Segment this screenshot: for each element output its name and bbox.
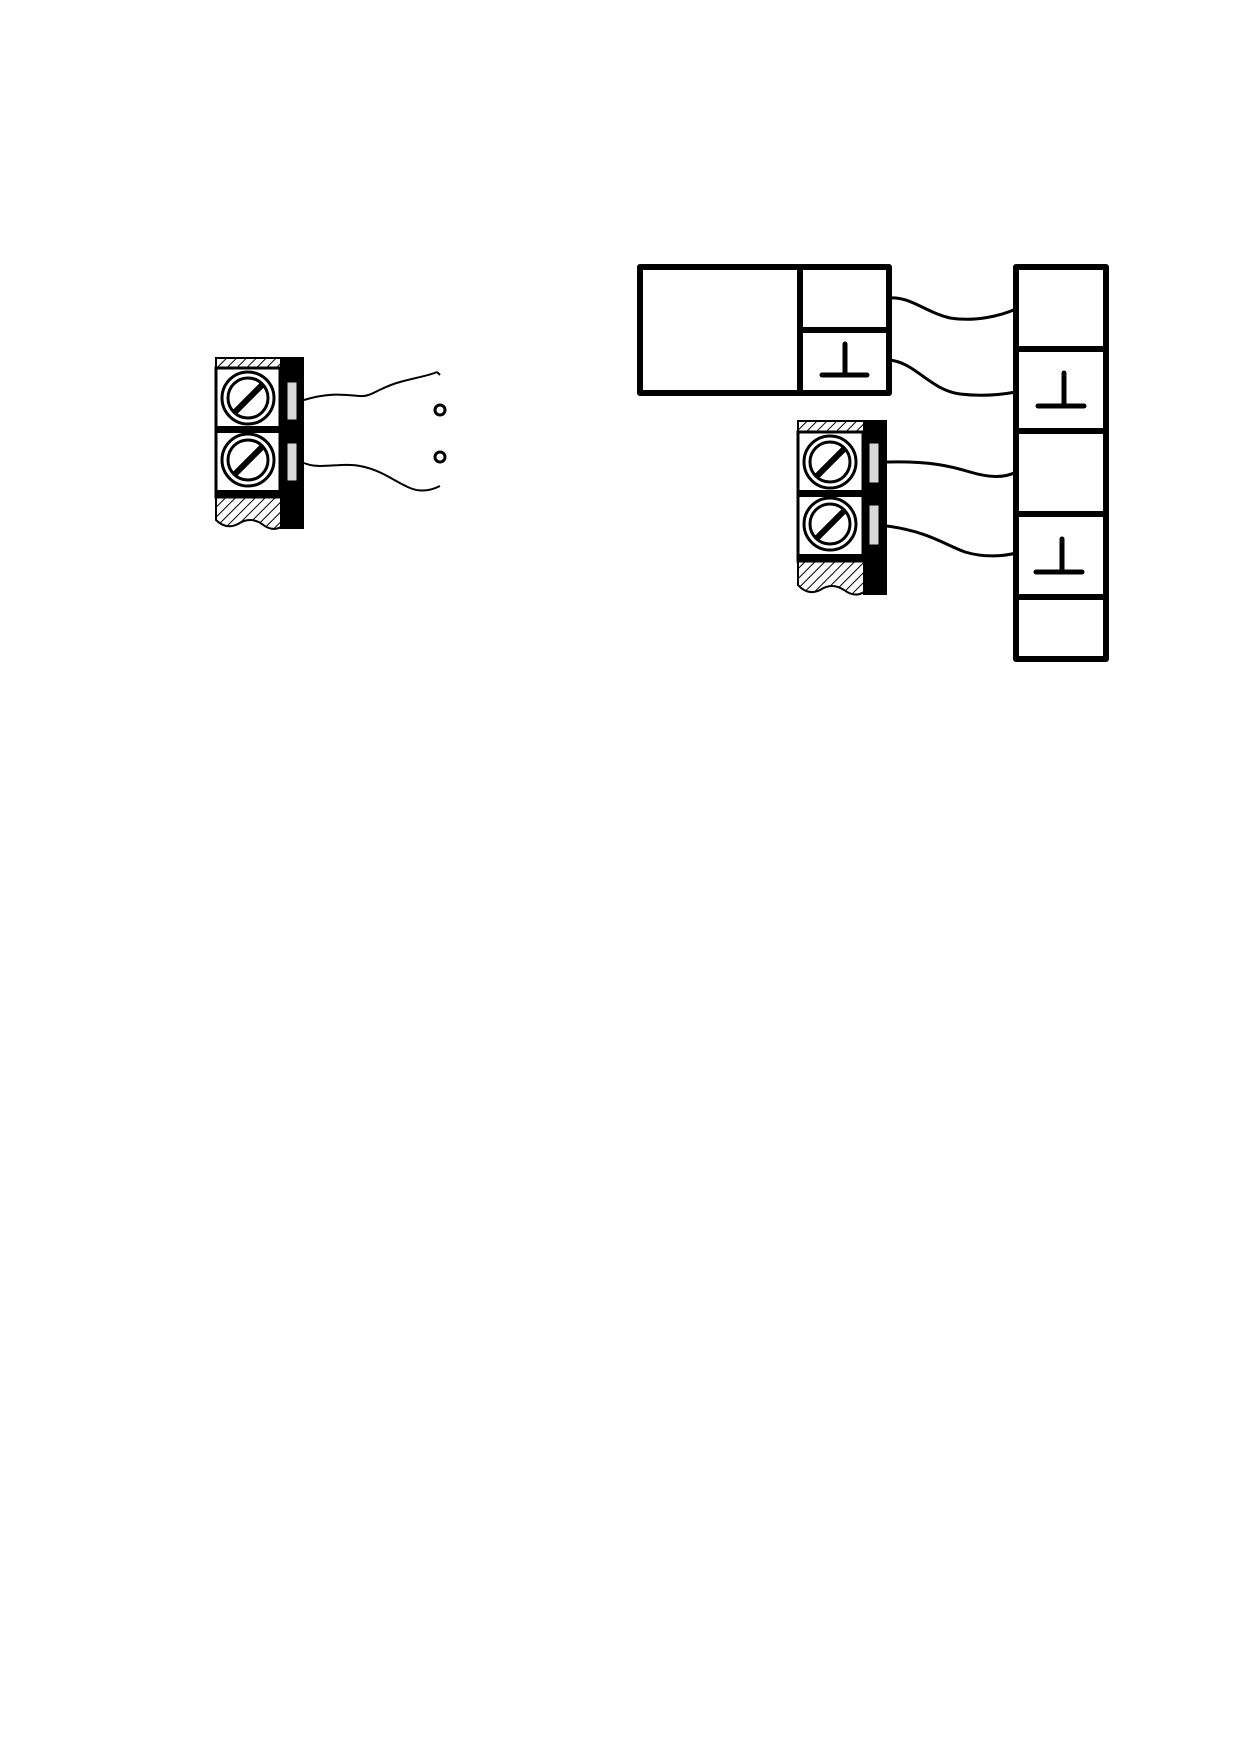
contact-strip <box>868 504 880 546</box>
right-block-hatch-top <box>797 420 865 433</box>
wire-device-bottom-to-strip-2 <box>888 358 1017 397</box>
screw-icon <box>220 432 276 488</box>
left-wire-upper <box>303 371 441 401</box>
wire-device-top-to-strip-1 <box>888 296 1017 321</box>
wire-terminal-2-to-strip-4 <box>886 524 1017 558</box>
right-block-separator <box>798 490 863 497</box>
screw-icon <box>802 496 858 552</box>
strip-cell-5 <box>1013 594 1109 662</box>
contact-strip <box>286 442 298 482</box>
device-body <box>637 264 803 396</box>
left-block-separator-bottom <box>216 490 280 497</box>
device-cell-top <box>797 264 892 333</box>
left-block-separator <box>216 426 280 433</box>
strip-cell-3 <box>1013 428 1109 517</box>
left-block-hatch-bottom <box>215 496 282 530</box>
open-contact-upper <box>433 403 447 417</box>
ground-icon <box>819 341 870 378</box>
strip-cell-1 <box>1013 264 1109 352</box>
right-block-separator-bottom <box>798 554 863 561</box>
right-terminal-block <box>796 420 887 596</box>
contact-strip <box>286 381 298 421</box>
open-contact-lower <box>433 450 447 464</box>
left-wire-lower <box>303 462 441 492</box>
left-terminal-block <box>214 357 304 530</box>
screw-icon <box>802 434 858 490</box>
strip-cell-4 <box>1013 511 1109 600</box>
strip-cell-2 <box>1013 346 1109 434</box>
terminal-strip <box>1013 264 1109 662</box>
right-block-hatch-bottom <box>797 560 865 596</box>
device-box <box>637 264 892 396</box>
ground-icon <box>1035 370 1087 409</box>
contact-strip <box>868 442 880 484</box>
screw-icon <box>220 370 276 426</box>
wire-terminal-1-to-strip-3 <box>886 460 1017 478</box>
ground-icon <box>1033 536 1085 575</box>
